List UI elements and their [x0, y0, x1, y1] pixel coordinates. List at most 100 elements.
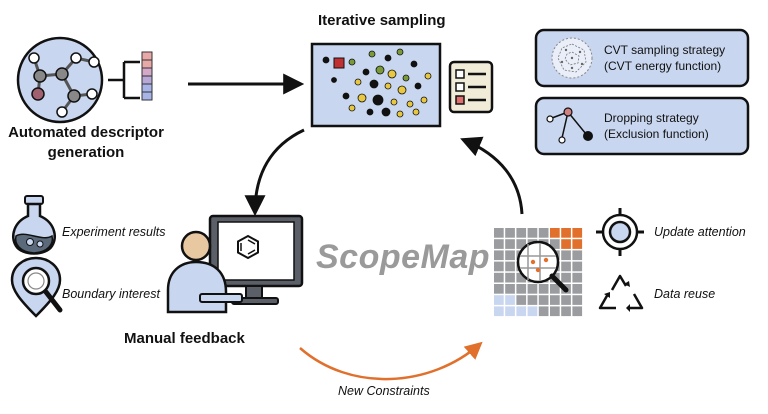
selected-sample-marker [333, 57, 345, 69]
label-update-attention: Update attention [654, 225, 746, 239]
grid-cell [561, 295, 571, 305]
sample-point [354, 78, 362, 86]
grid-cell [505, 239, 515, 249]
sample-point [357, 93, 367, 103]
strategy-dropping-detail: (Exclusion function) [604, 127, 709, 141]
sample-point [397, 85, 407, 95]
arrow-new-constraints [299, 341, 483, 381]
grid-cell [538, 295, 549, 305]
grid-cell [505, 306, 515, 317]
grid-cell [550, 306, 560, 317]
sample-point [414, 82, 422, 90]
grid-cell [494, 295, 504, 305]
grid-cell [505, 284, 515, 294]
label-manual-feedback: Manual feedback [124, 330, 245, 347]
grid-cell [572, 228, 583, 238]
sample-point [348, 58, 356, 66]
sample-point [368, 50, 376, 58]
grid-cell [505, 295, 515, 305]
sample-point [390, 98, 398, 106]
grid-cell [538, 228, 549, 238]
label-descriptor-line1: Automated descriptor [8, 124, 164, 141]
grid-cell [505, 261, 515, 272]
sample-point [381, 107, 391, 117]
label-data-reuse: Data reuse [654, 287, 716, 301]
grid-cell [561, 228, 571, 238]
grid-cell [494, 250, 504, 261]
sample-point [387, 69, 397, 79]
grid-cell [516, 306, 527, 317]
sample-point [375, 65, 385, 75]
person-at-computer-icon [166, 214, 304, 314]
sample-point [420, 96, 428, 104]
grid-cell [572, 239, 583, 249]
label-new-constraints: New Constraints [338, 384, 430, 398]
sample-point [384, 82, 392, 90]
strategy-dropping-name: Dropping strategy [604, 111, 699, 125]
grid-cell [494, 261, 504, 272]
grid-cell [505, 228, 515, 238]
checklist-icon [448, 60, 494, 114]
grid-cell [527, 228, 538, 238]
magnifier-pin-icon [10, 256, 63, 318]
sample-point [369, 79, 379, 89]
grid-cell [561, 306, 571, 317]
arrow-map-to-sampling [460, 136, 524, 215]
grid-cell [516, 272, 527, 283]
sample-point [372, 94, 384, 106]
grid-cell [572, 306, 583, 317]
grid-cell [572, 284, 583, 294]
arrow-sampling-to-feedback [244, 128, 305, 217]
voronoi-icon [551, 37, 593, 79]
sample-point [331, 77, 337, 83]
scopemap-title: ScopeMap [316, 238, 491, 276]
grid-cell [494, 228, 504, 238]
grid-cell [538, 306, 549, 317]
label-descriptor-line2: generation [47, 144, 125, 161]
grid-cell [494, 272, 504, 283]
strategy-cvt-name: CVT sampling strategy [604, 43, 726, 57]
sample-point [424, 72, 432, 80]
grid-cell [516, 228, 527, 238]
grid-cell [505, 250, 515, 261]
sample-point [396, 110, 404, 118]
benzene-icon [237, 234, 259, 260]
sample-point [366, 108, 374, 116]
strategy-box-cvt [534, 28, 750, 88]
grid-cell [494, 284, 504, 294]
label-boundary-interest: Boundary interest [62, 287, 160, 301]
grid-cell [561, 239, 571, 249]
sample-point [362, 68, 370, 76]
title-iterative-sampling: Iterative sampling [318, 12, 446, 29]
grid-cell [550, 295, 560, 305]
strategy-cvt-detail: (CVT energy function) [604, 59, 722, 73]
grid-cell [527, 295, 538, 305]
strategy-box-dropping [534, 96, 750, 156]
grid-cell [516, 295, 527, 305]
recycle-icon [598, 274, 644, 312]
grid-cell [572, 295, 583, 305]
descriptor-vector-icon [108, 51, 153, 101]
sample-point [322, 56, 330, 64]
target-icon [596, 208, 644, 256]
sample-point [410, 60, 418, 68]
grid-cell [550, 239, 560, 249]
grid-cell [550, 284, 560, 294]
label-experiment-results: Experiment results [62, 225, 166, 239]
grid-cell [538, 284, 549, 294]
sample-point [412, 108, 420, 116]
grid-cell [516, 284, 527, 294]
grid-cell [527, 306, 538, 317]
grid-cell [550, 228, 560, 238]
grid-cell [561, 261, 571, 272]
grid-cell [572, 272, 583, 283]
molecule-icon [16, 36, 104, 124]
exclusion-icon [546, 107, 593, 144]
grid-cell [494, 239, 504, 249]
grid-map-icon [494, 228, 583, 317]
grid-cell [505, 272, 515, 283]
sample-point [342, 92, 350, 100]
grid-cell [572, 250, 583, 261]
grid-cell [494, 306, 504, 317]
